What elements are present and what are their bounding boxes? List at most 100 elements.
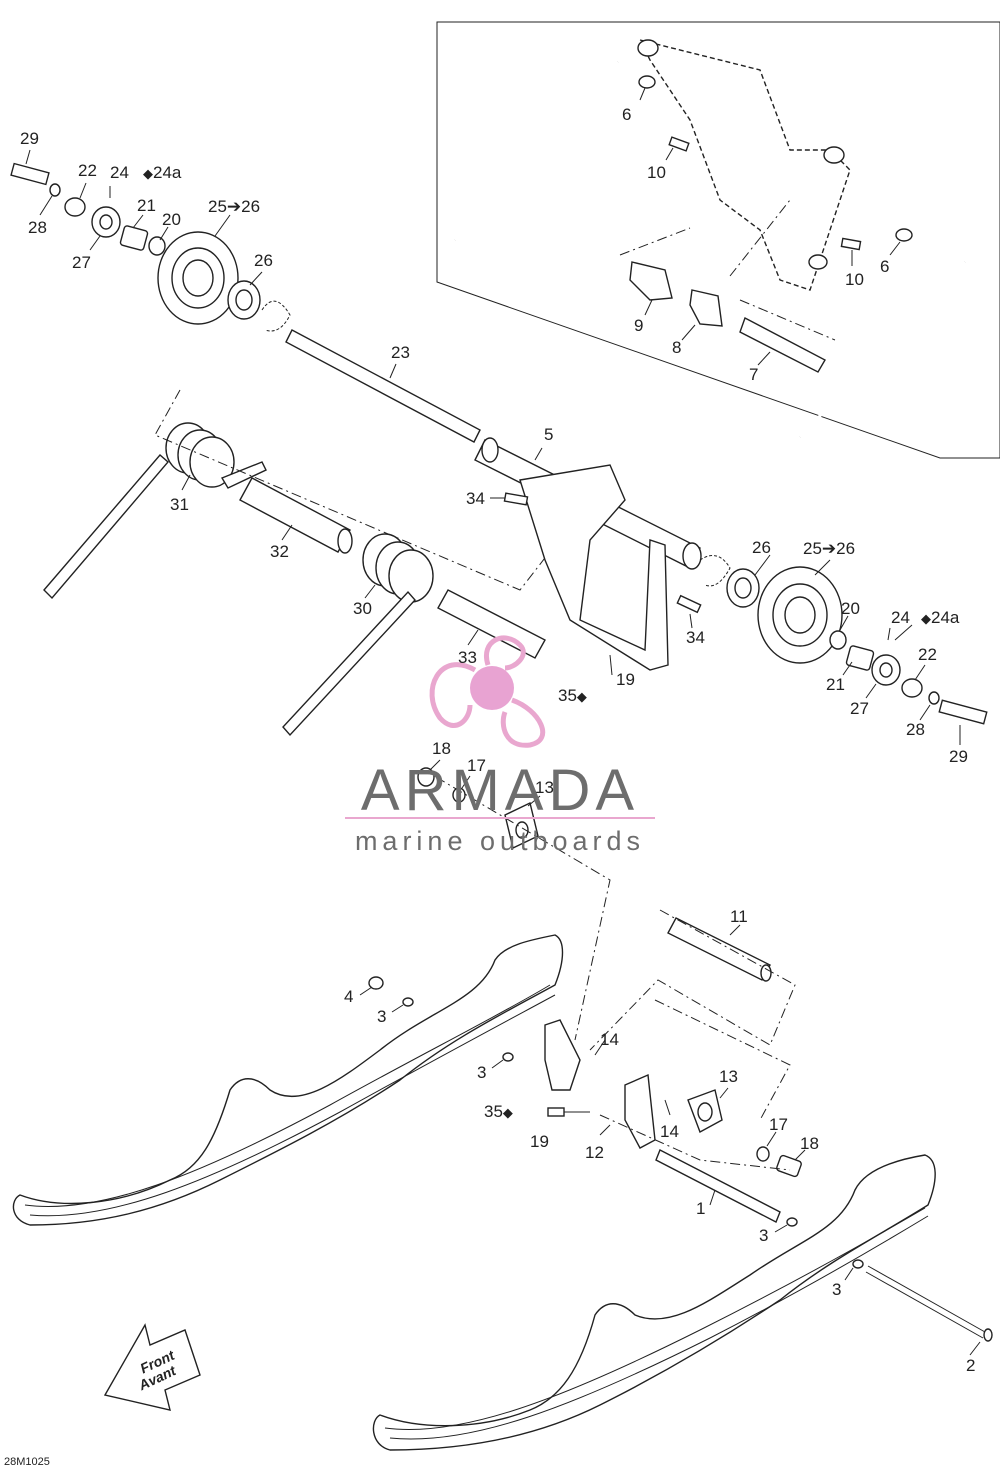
callout-17: 17 (467, 756, 486, 775)
callout-13: 13 (719, 1067, 738, 1086)
callout-35: 35◆ (484, 1102, 513, 1121)
callout-19: 19 (616, 670, 635, 689)
front-direction-arrow: Front Avant (103, 1323, 201, 1411)
callout-8: 8 (672, 338, 681, 357)
shaft-11 (589, 909, 796, 1121)
callout-29: 29 (20, 129, 39, 148)
callout-24a: ◆24a (143, 163, 182, 182)
callout-22: 22 (918, 645, 937, 664)
callout-18: 18 (432, 739, 451, 758)
callout-10: 10 (647, 163, 666, 182)
washer-28-icon (49, 183, 61, 197)
callout-26: 26 (752, 538, 771, 557)
spacer-22-icon (64, 197, 86, 217)
watermark-subtitle: marine outboards (355, 826, 645, 856)
callout-25-26: 25➔26 (803, 539, 855, 558)
callout-1: 1 (696, 1199, 705, 1218)
washer-17-icon (756, 1146, 770, 1162)
callout-22: 22 (78, 161, 97, 180)
ring-20-icon (829, 630, 847, 650)
bracket-8-icon (689, 289, 723, 327)
washer-17-icon (452, 787, 466, 803)
spacer-21-icon (119, 225, 149, 251)
callout-34: 34 (686, 628, 705, 647)
callout-3: 3 (477, 1063, 486, 1082)
callout-28: 28 (906, 720, 925, 739)
callout-6: 6 (880, 257, 889, 276)
callout-9: 9 (634, 316, 643, 335)
callout-11: 11 (730, 907, 748, 926)
bolt-29-icon (938, 699, 988, 725)
washer-28-icon (928, 691, 940, 705)
nut-6-icon (638, 75, 656, 89)
callout-34: 34 (466, 489, 485, 508)
callout-24a: ◆24a (921, 608, 960, 627)
callout-28: 28 (28, 218, 47, 237)
callout-24: 24 (891, 608, 910, 627)
callout-29: 29 (949, 747, 968, 766)
washer-3-icon (502, 1052, 514, 1062)
callout-33: 33 (458, 648, 477, 667)
watermark-title: ARMADA (361, 758, 639, 823)
bolt-29-icon (10, 162, 50, 186)
tube-32 (239, 477, 353, 554)
shaft-33 (437, 589, 546, 659)
callout-26: 26 (254, 251, 273, 270)
bolt-10-icon (840, 237, 862, 251)
callout-3: 3 (759, 1226, 768, 1245)
bolt-34-icon (503, 492, 529, 506)
callout-23: 23 (391, 343, 410, 362)
callout-2: 2 (966, 1356, 975, 1375)
bolt-34-icon (676, 594, 702, 614)
callout-14: 14 (600, 1030, 619, 1049)
bracket-9-icon (629, 261, 673, 301)
tube-7-icon (739, 317, 826, 373)
fitting-19-icon (547, 1107, 565, 1117)
shaft-23 (285, 329, 481, 443)
bolt-10-icon (668, 136, 690, 152)
callout-20: 20 (162, 210, 181, 229)
callout-4: 4 (344, 987, 353, 1006)
callout-31: 31 (170, 495, 189, 514)
diagram-code: 28M1025 (4, 1456, 50, 1468)
callout-13: 13 (535, 778, 554, 797)
bracket-12-icon (544, 1019, 581, 1091)
callout-10: 10 (845, 270, 864, 289)
spacer-21-icon (845, 645, 875, 671)
left-rail (12, 934, 564, 1226)
spacer-22-icon (901, 678, 923, 698)
callout-5: 5 (544, 425, 553, 444)
right-idler-wheel-group (699, 554, 988, 745)
spring-30 (282, 533, 434, 737)
callout-19: 19 (530, 1132, 549, 1151)
spring-31 (43, 422, 267, 600)
callout-12: 12 (585, 1143, 604, 1162)
rear-arm-parts (491, 1019, 806, 1233)
frame-5 (474, 437, 702, 676)
left-idler-wheel-group (10, 149, 291, 332)
oil-drop-icon: ◆ (577, 689, 587, 704)
oil-drop-icon: ◆ (503, 1105, 513, 1120)
callout-14: 14 (660, 1122, 679, 1141)
right-rail (372, 1154, 993, 1451)
callout-27: 27 (850, 699, 869, 718)
nut-4-icon (368, 976, 384, 990)
washer-3-icon (852, 1259, 864, 1269)
callout-25-26: 25➔26 (208, 197, 260, 216)
bushing-18-icon (417, 767, 435, 787)
oil-drop-icon: ◆ (921, 611, 931, 626)
washer-3-icon (786, 1217, 798, 1227)
callout-18: 18 (800, 1134, 819, 1153)
callout-21: 21 (826, 675, 845, 694)
callout-3: 3 (832, 1280, 841, 1299)
callout-35: 35◆ (558, 686, 587, 705)
upper-mount-parts (417, 759, 611, 1041)
inset-panel (436, 21, 1000, 459)
callout-20: 20 (841, 599, 860, 618)
callout-3: 3 (377, 1007, 386, 1026)
oil-drop-icon: ◆ (143, 166, 153, 181)
callout-7: 7 (749, 365, 758, 384)
bushing-18-icon (776, 1154, 802, 1178)
propeller-logo-icon (429, 635, 546, 748)
